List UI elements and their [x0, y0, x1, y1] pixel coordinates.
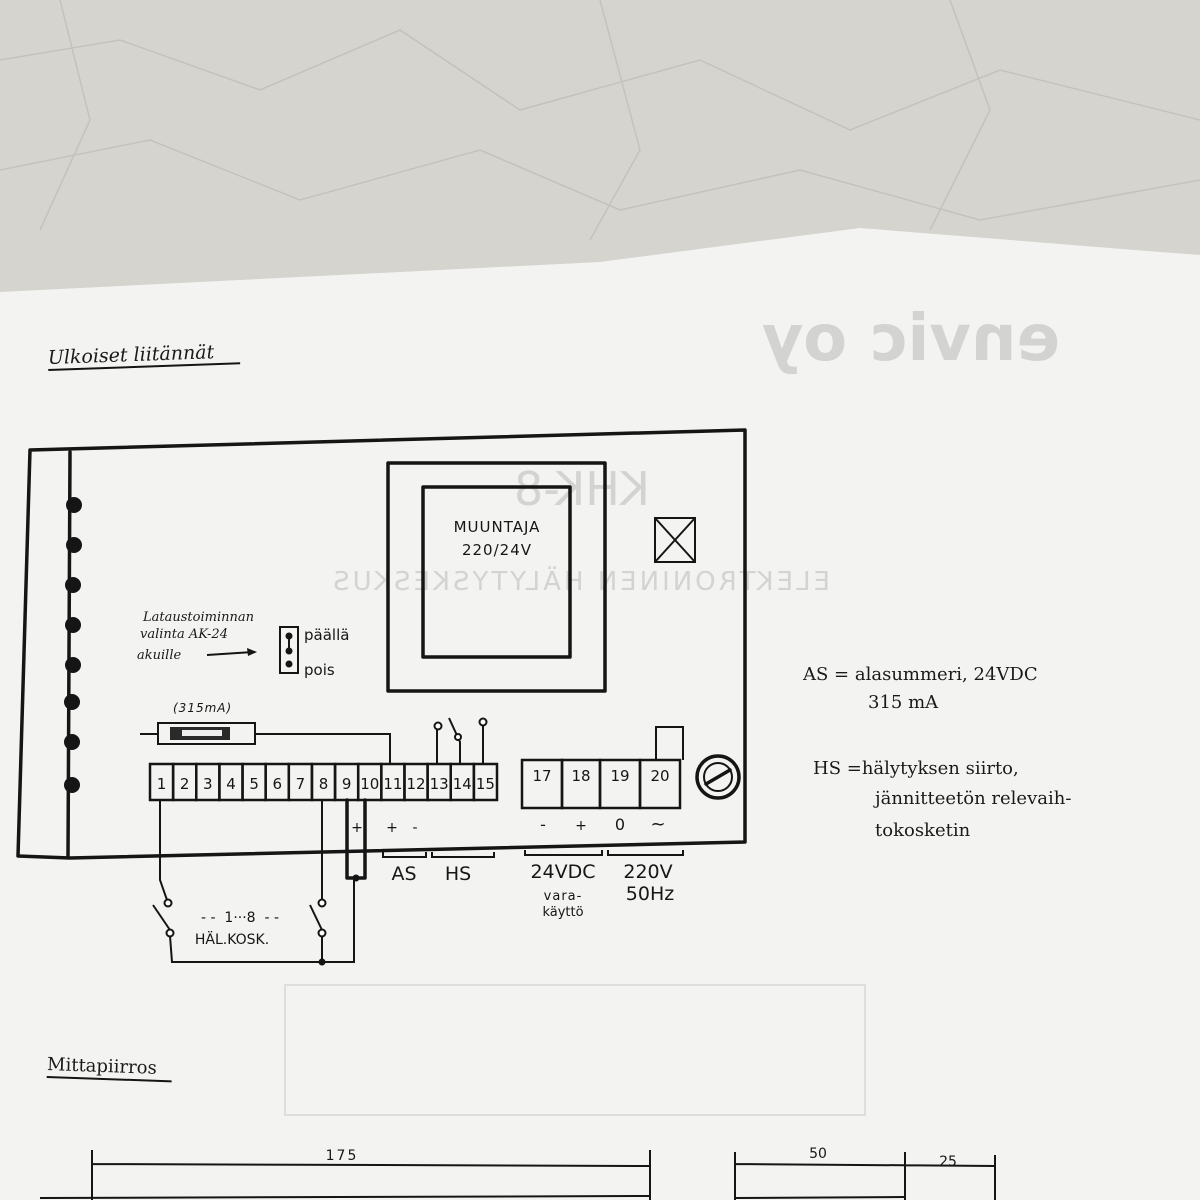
- terminal-number: 6: [272, 775, 282, 793]
- dimension-depth-a: 50: [809, 1146, 827, 1162]
- terminal-number: 1: [157, 775, 167, 793]
- fuse-icon: [140, 722, 391, 763]
- terminal-number: 19: [610, 767, 629, 785]
- legend-as-line1: AS = alasummeri, 24VDC: [802, 664, 1038, 685]
- jumper-selector: [279, 626, 299, 674]
- indicator-cross-box: [654, 517, 696, 563]
- section-heading-dimension-drawing: Mittapiirros: [47, 1054, 157, 1079]
- dimension-lines: [39, 1150, 996, 1200]
- jumper-on-label: päällä: [304, 626, 349, 644]
- charging-label-2: valinta AK-24: [140, 627, 228, 642]
- jumper-off-label: pois: [304, 661, 335, 679]
- group-24vdc: 24VDC: [530, 861, 595, 883]
- dimension-width: 175: [326, 1148, 359, 1164]
- door-hinge-dots: [64, 497, 82, 793]
- charging-label-1: Lataustoiminnan: [142, 610, 254, 625]
- terminal-number: 5: [249, 775, 259, 793]
- alarm-switch-range: - - 1···8 - -: [201, 910, 279, 926]
- fuse-rating: (315mA): [173, 701, 232, 715]
- group-24vdc-sub2: käyttö: [542, 905, 583, 920]
- group-brackets: [382, 850, 684, 858]
- alarm-switch-wiring: [152, 800, 360, 966]
- polarity-19: 0: [615, 815, 625, 834]
- group-hs: HS: [445, 863, 471, 885]
- model-showthrough: KHK-8: [514, 462, 650, 516]
- polarity-as-minus: -: [412, 820, 417, 836]
- fuse-holder-icon: [695, 754, 741, 800]
- group-220v: 220V: [623, 861, 672, 883]
- polarity-20: ~: [650, 814, 665, 835]
- terminal-number: 13: [430, 775, 449, 793]
- transformer-label: MUUNTAJA: [454, 518, 541, 536]
- transformer-inner: [421, 485, 572, 659]
- terminal-number: 17: [532, 767, 551, 785]
- relay-contact-icon: [433, 717, 684, 763]
- terminal-number: 14: [453, 775, 472, 793]
- legend-as-line2: 315 mA: [868, 692, 939, 713]
- transformer-rating: 220/24V: [462, 541, 532, 559]
- arrow-icon: [206, 648, 257, 656]
- group-50hz: 50Hz: [626, 883, 674, 905]
- subtitle-showthrough: ELEKTRONINEN HÄLYTYSKESKUS: [330, 565, 830, 597]
- terminal-number: 9: [342, 775, 352, 793]
- alarm-switch-label: HÄL.KOSK.: [195, 930, 269, 948]
- group-24vdc-sub1: vara-: [544, 889, 583, 904]
- polarity-18: +: [575, 818, 587, 834]
- dimension-depth-b: 25: [939, 1154, 957, 1170]
- charging-label-3: akuille: [137, 648, 181, 663]
- terminal-20: 20: [638, 758, 682, 810]
- polarity-as-plus: +: [386, 820, 398, 836]
- paper-sheet: [0, 228, 1200, 1200]
- terminal-15: 15: [472, 762, 499, 802]
- terminal-number: 3: [203, 775, 213, 793]
- legend-hs-line1: HS =hälytyksen siirto,: [813, 758, 1019, 779]
- enclosure-outline: [16, 428, 747, 860]
- legend-hs-line3: tokosketin: [875, 820, 971, 841]
- concrete-background: [0, 0, 1200, 241]
- terminal-number: 4: [226, 775, 236, 793]
- terminal-number: 10: [360, 775, 379, 793]
- group-as: AS: [391, 863, 416, 885]
- terminal-number: 12: [406, 775, 425, 793]
- terminal-strip-17-20: 17 18 19 20: [520, 758, 682, 810]
- transformer-outer: [386, 461, 607, 693]
- svg-text:envic oy: envic oy: [761, 302, 1060, 376]
- legend-hs-line2: jännitteetön relevaih-: [873, 788, 1071, 809]
- polarity-9-10: +: [351, 820, 363, 836]
- polarity-17: -: [540, 815, 546, 834]
- terminal-number: 2: [180, 775, 190, 793]
- logo-showthrough: envic oy: [761, 302, 1060, 376]
- terminal-number: 15: [476, 775, 495, 793]
- terminal-number: 18: [571, 767, 590, 785]
- terminal-number: 20: [650, 767, 669, 785]
- terminal-number: 11: [383, 775, 402, 793]
- showthrough-box: [284, 984, 866, 1116]
- terminal-number: 8: [319, 775, 329, 793]
- enclosure-door-edge: [66, 450, 72, 858]
- terminal-number: 7: [296, 775, 306, 793]
